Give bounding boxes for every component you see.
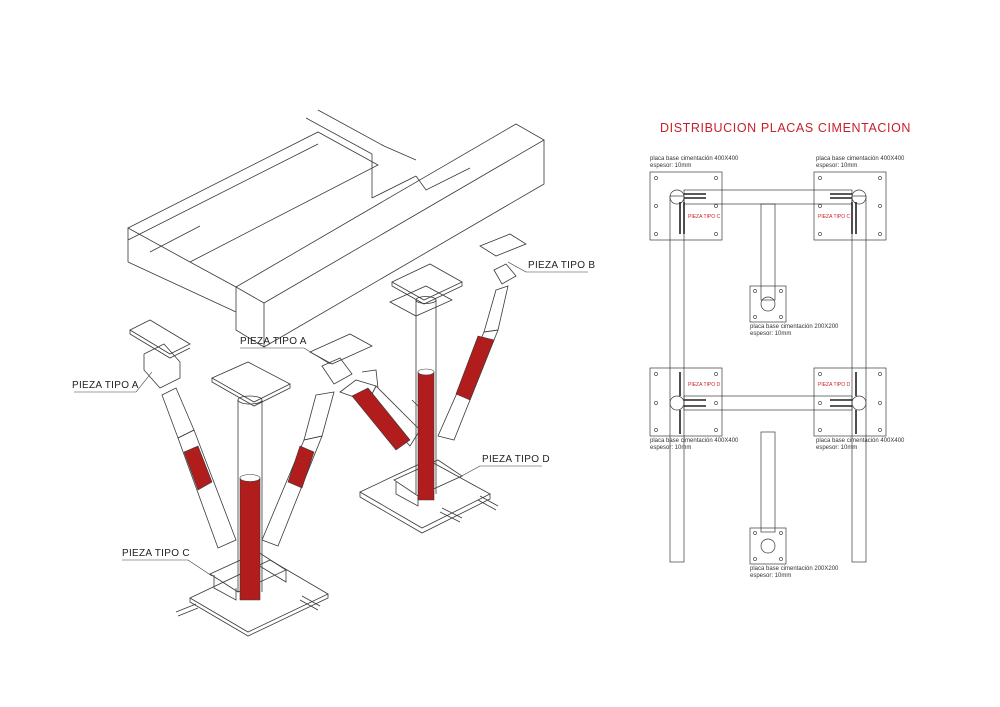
red-tube-post-right: [417, 371, 435, 501]
plan-beam-center-bottom: [760, 431, 776, 533]
red-tube-diag-right-b: [351, 387, 411, 451]
red-tube-post-left: [239, 477, 261, 601]
isometric-view: [127, 109, 545, 637]
red-tube-diag-left-a: [183, 445, 213, 491]
red-tube-diag-left-b: [287, 445, 315, 489]
note-plate-tl: placa base cimentación 400X400 espesor: …: [650, 156, 738, 170]
note-plate-tr-desc: placa base cimentación 400X400: [816, 156, 905, 162]
note-plate-br-thickness: espesor: 10mm: [816, 445, 858, 451]
note-plate-br-desc: placa base cimentación 400X400: [816, 438, 905, 444]
label-pieza-tipo-a-left: PIEZA TIPO A: [72, 380, 139, 391]
plan-plate-small-mid: [749, 285, 787, 323]
note-plate-small-mid-thickness: espesor: 10mm: [750, 331, 792, 337]
tag-tipo-d-bl: PIEZA TIPO D: [688, 382, 721, 388]
note-plate-tr: placa base cimentación 400X400 espesor: …: [816, 156, 904, 170]
label-pieza-tipo-c: PIEZA TIPO C: [122, 548, 190, 559]
note-plate-small-bottom: placa base cimentación 200X200 espesor: …: [750, 566, 838, 580]
label-pieza-tipo-b: PIEZA TIPO B: [528, 260, 596, 271]
plan-plate-large-bl: [649, 367, 723, 437]
plan-plate-large-br: [813, 367, 887, 437]
tag-tipo-c-tl: PIEZA TIPO C: [688, 214, 721, 220]
plan-plate-large-tr: [813, 171, 887, 241]
plan-view: [649, 171, 887, 565]
plan-beam-top: [683, 189, 853, 205]
note-plate-tr-thickness: espesor: 10mm: [816, 163, 858, 169]
plan-plate-small-bottom: [749, 527, 787, 565]
note-plate-tl-desc: placa base cimentación 400X400: [650, 156, 739, 162]
note-plate-bl: placa base cimentación 400X400 espesor: …: [650, 438, 738, 452]
plan-plate-large-tl: [649, 171, 723, 241]
column-assembly-right: [309, 233, 527, 534]
note-plate-bl-desc: placa base cimentación 400X400: [650, 438, 739, 444]
note-plate-tl-thickness: espesor: 10mm: [650, 163, 692, 169]
label-pieza-tipo-d: PIEZA TIPO D: [482, 454, 550, 465]
note-plate-br: placa base cimentación 400X400 espesor: …: [816, 438, 904, 452]
plan-title: DISTRIBUCION PLACAS CIMENTACION: [660, 121, 912, 135]
note-plate-bl-thickness: espesor: 10mm: [650, 445, 692, 451]
plan-beam-right: [851, 195, 867, 563]
floor-beams: [127, 109, 545, 348]
note-plate-small-bottom-thickness: espesor: 10mm: [750, 573, 792, 579]
plan-beam-left: [669, 195, 685, 563]
leader-lines: [74, 261, 588, 577]
tag-tipo-d-br: PIEZA TIPO D: [818, 382, 851, 388]
note-plate-small-mid: placa base cimentación 200X200 espesor: …: [750, 324, 838, 338]
tag-tipo-c-tr: PIEZA TIPO C: [818, 214, 851, 220]
note-plate-small-mid-desc: placa base cimentación 200X200: [750, 324, 839, 330]
note-plate-small-bottom-desc: placa base cimentación 200X200: [750, 566, 839, 572]
plan-beam-center-top: [760, 203, 776, 301]
red-tubes: [183, 335, 495, 601]
plan-beam-mid: [683, 395, 853, 411]
red-tube-diag-right-a: [455, 335, 495, 401]
label-pieza-tipo-a-mid: PIEZA TIPO A: [240, 336, 307, 347]
column-assembly-left: [129, 319, 335, 637]
